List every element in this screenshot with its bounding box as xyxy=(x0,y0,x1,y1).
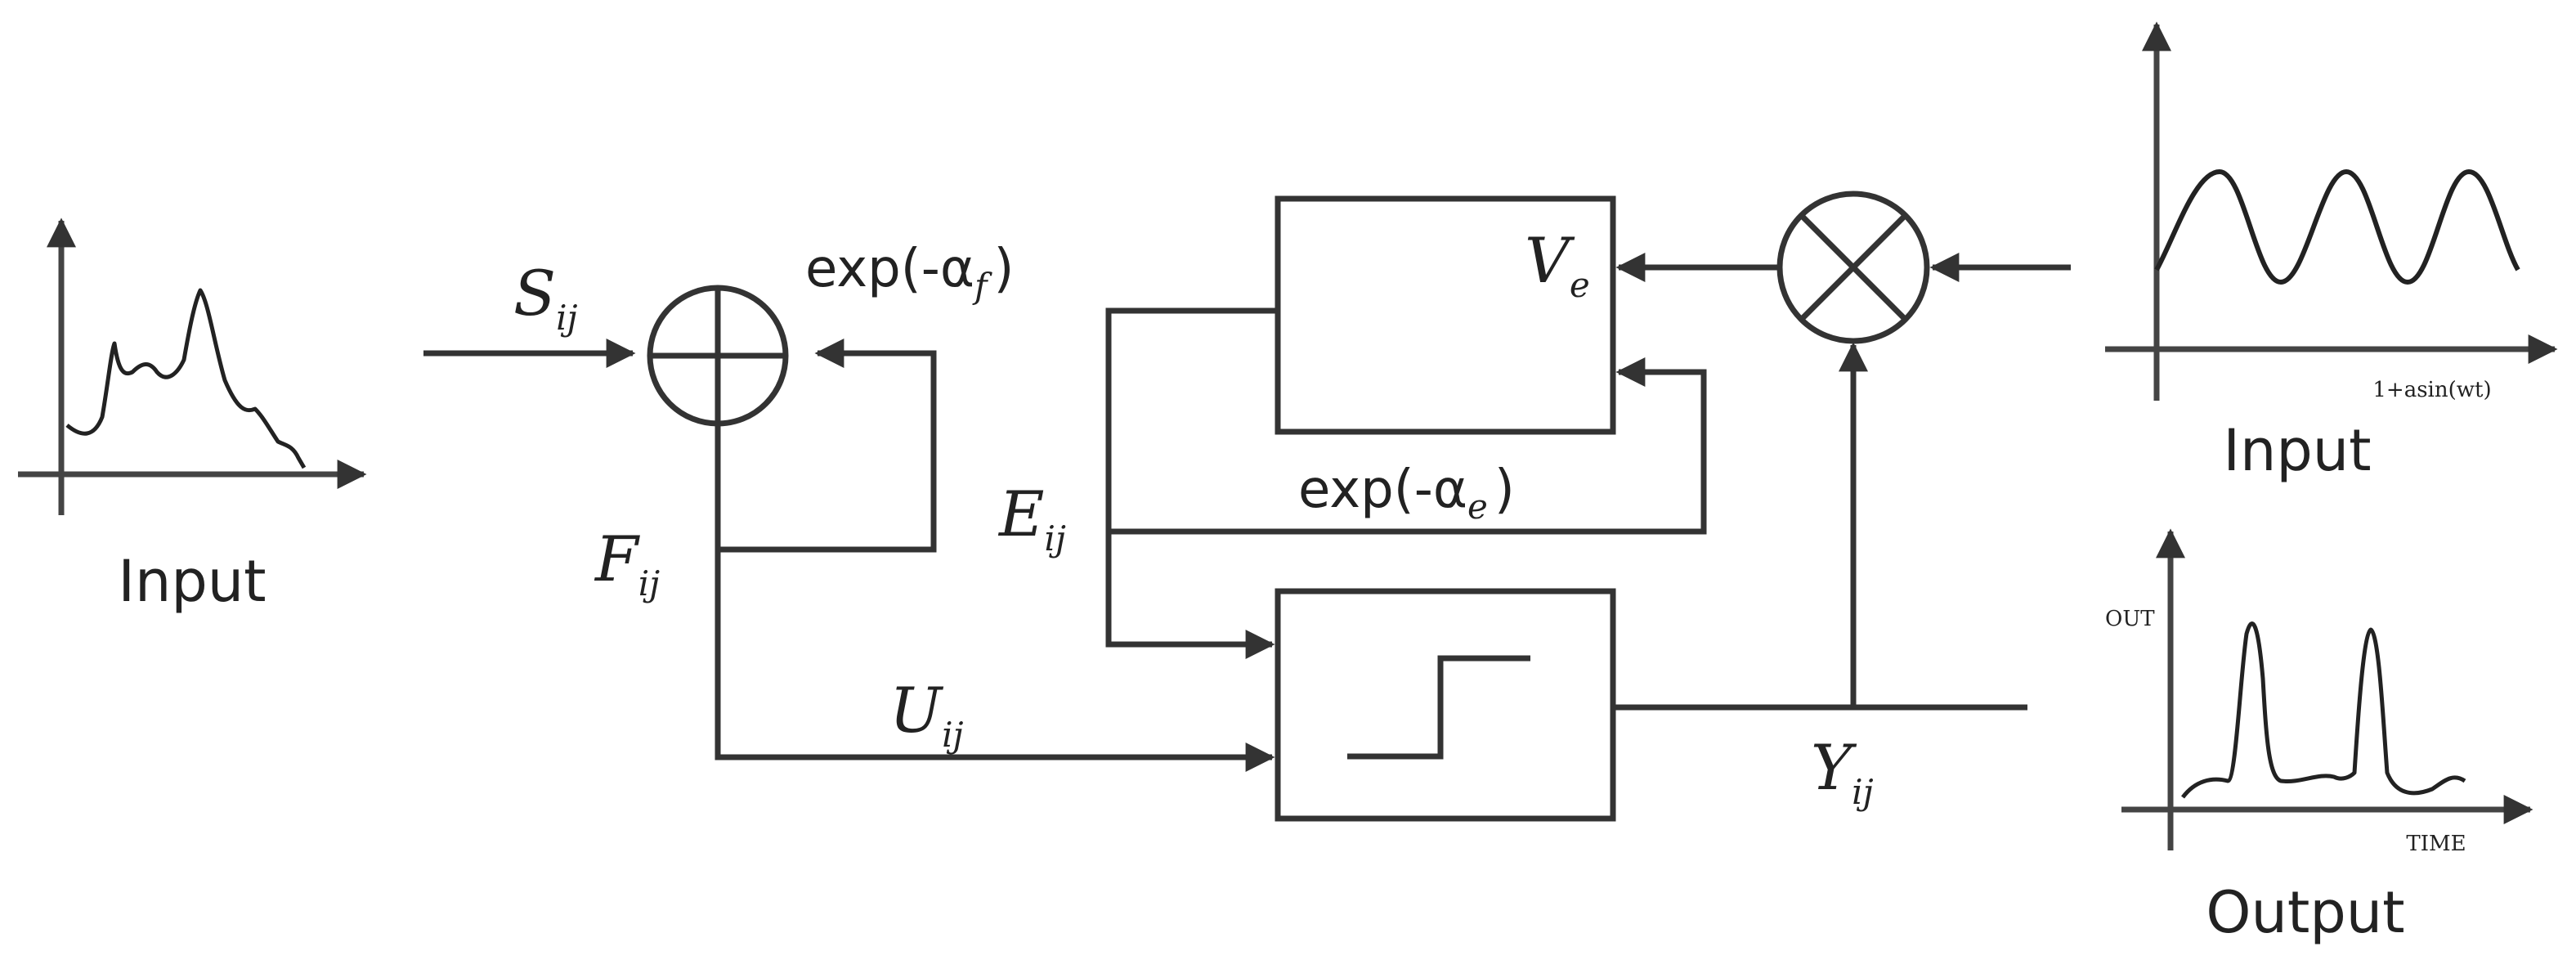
right-output-pulse-curve xyxy=(2181,621,2466,799)
u-wire xyxy=(715,550,1275,772)
e-decay-expr: exp(-αe) xyxy=(1298,460,1515,527)
f-feedback-expr: exp(-αf) xyxy=(805,239,1015,306)
right-output-y-label: OUT xyxy=(2105,607,2155,631)
step-block: Yij xyxy=(1275,342,2027,822)
threshold-block: Ve exp(-αe) Eij xyxy=(997,195,1707,659)
e-decay-loop xyxy=(1109,357,1707,535)
right-output-x-label: TIME xyxy=(2406,832,2466,856)
s-input-label: Sij xyxy=(513,257,578,338)
multiplier-node xyxy=(1615,191,2071,344)
threshold-box xyxy=(1275,195,1616,435)
u-internal-activity-path: Uij xyxy=(715,550,1275,772)
e-label: Eij xyxy=(997,478,1066,559)
step-box xyxy=(1275,588,1616,822)
step-function-icon xyxy=(1347,655,1530,760)
ve-label: Ve xyxy=(1525,224,1590,305)
right-input-sine-curve xyxy=(2154,168,2520,285)
left-input-caption: Input xyxy=(118,548,266,615)
e-output-wire xyxy=(1105,307,1278,659)
f-feedback-loop xyxy=(715,339,937,553)
y-label: Yij xyxy=(1811,731,1874,812)
f-output-label: Fij xyxy=(594,523,660,603)
left-input-signal-curve xyxy=(65,288,307,469)
right-input-caption: Input xyxy=(2223,417,2371,484)
feeding-sum-node: Sij exp(-αf) Fij xyxy=(423,239,1015,603)
right-output-plot: OUT TIME Output xyxy=(2105,528,2533,946)
u-label: Uij xyxy=(889,674,964,755)
multiplier-x-2 xyxy=(1799,213,1908,322)
left-input-plot: Input xyxy=(18,218,367,615)
right-output-caption: Output xyxy=(2206,879,2404,946)
right-input-x-tick-label: 1+asin(wt) xyxy=(2372,378,2491,402)
right-input-plot: 1+asin(wt) Input xyxy=(2105,21,2558,484)
